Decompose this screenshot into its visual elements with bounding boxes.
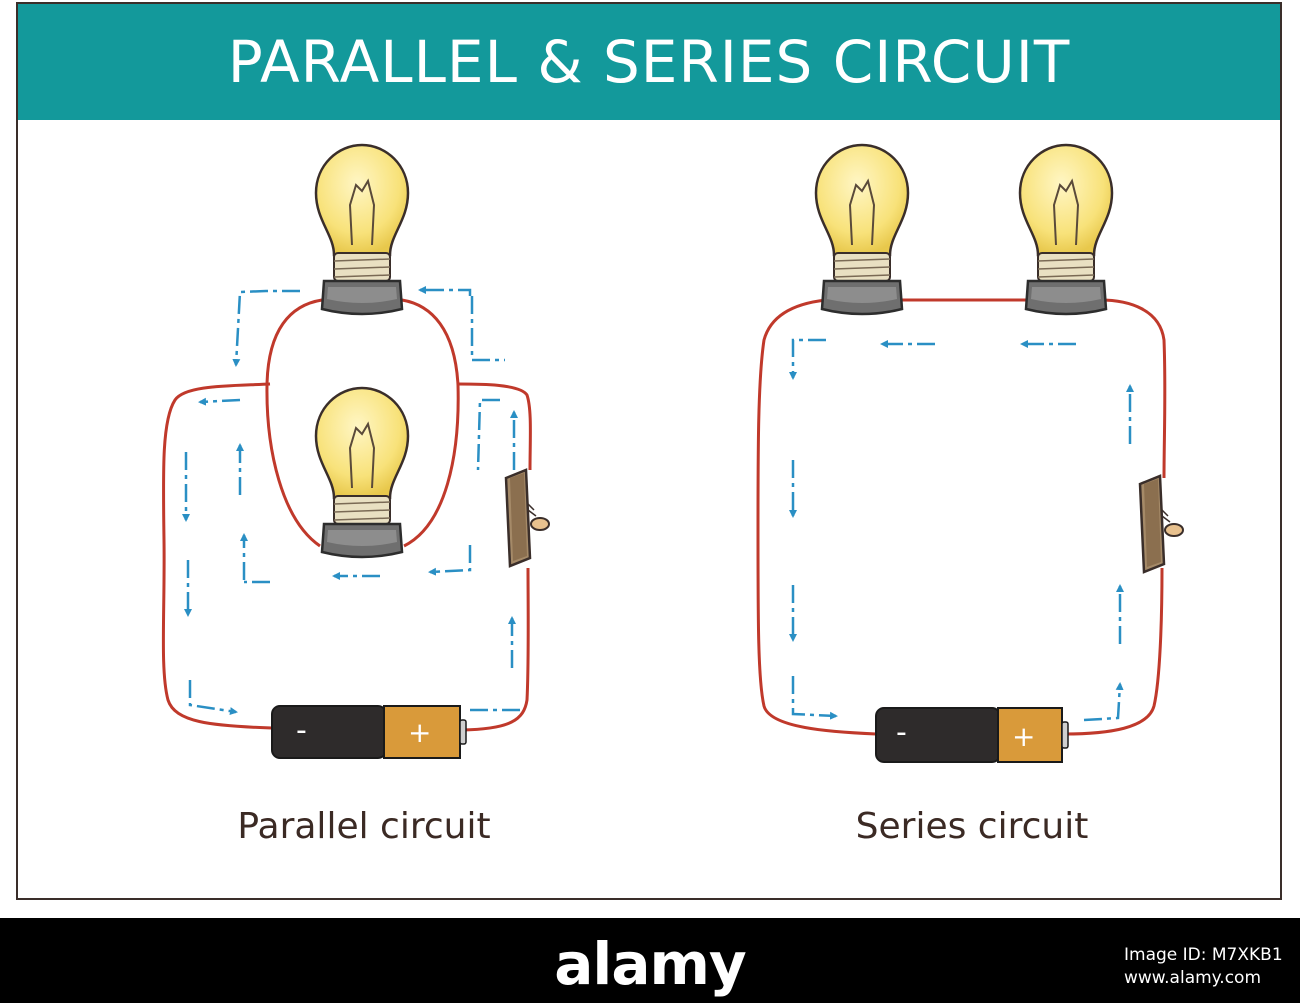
parallel-battery: - + bbox=[271, 705, 467, 759]
site-url: www.alamy.com bbox=[1124, 968, 1262, 988]
circuit-diagrams: - + Parallel circuit bbox=[161, 143, 1185, 847]
series-battery-minus: - bbox=[896, 715, 907, 750]
series-caption: Series circuit bbox=[856, 806, 1089, 847]
series-battery: - + bbox=[875, 707, 1069, 763]
parallel-battery-minus: - bbox=[296, 713, 307, 748]
title-banner: PARALLEL & SERIES CIRCUIT bbox=[18, 4, 1280, 120]
parallel-battery-plus: + bbox=[408, 716, 431, 749]
parallel-wire-outer bbox=[161, 382, 532, 732]
image-id-label: Image ID: M7XKB1 bbox=[1124, 945, 1283, 965]
series-current-arrows bbox=[789, 338, 1134, 722]
series-bulb-left bbox=[814, 143, 910, 316]
parallel-current-arrows bbox=[182, 286, 520, 716]
series-battery-plus: + bbox=[1012, 720, 1035, 753]
alamy-logo: alamy bbox=[554, 930, 746, 998]
watermark-bar bbox=[0, 918, 1300, 1003]
parallel-switch bbox=[504, 468, 551, 568]
parallel-bulb-top bbox=[314, 143, 410, 316]
parallel-bulb-bottom bbox=[314, 386, 410, 559]
series-switch bbox=[1138, 474, 1185, 574]
series-bulb-right bbox=[1018, 143, 1114, 316]
parallel-caption: Parallel circuit bbox=[237, 806, 490, 847]
parallel-circuit: - + Parallel circuit bbox=[161, 143, 551, 847]
series-wire bbox=[756, 298, 1167, 736]
parallel-wire-branch bbox=[265, 298, 460, 548]
series-circuit: - + Series circuit bbox=[756, 143, 1185, 847]
page-title: PARALLEL & SERIES CIRCUIT bbox=[227, 28, 1071, 96]
